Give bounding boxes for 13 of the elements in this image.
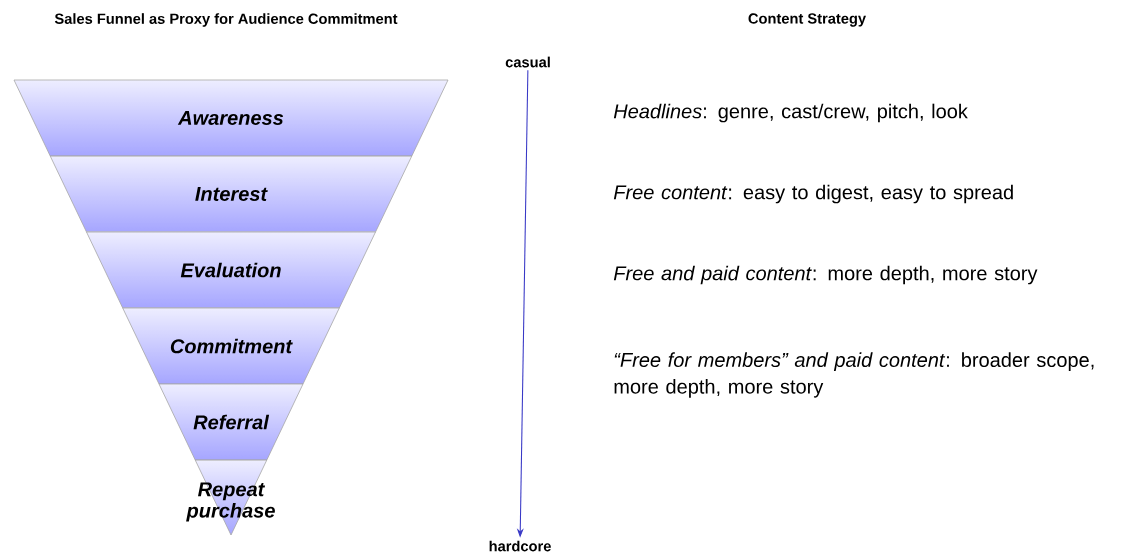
axis-label: hardcore <box>489 540 551 552</box>
strategy-text: “Free for members” and paid content: broader scope, more depth, more story <box>614 352 1094 398</box>
strategy-text: Headlines: genre, cast/crew, pitch, look <box>613 103 968 123</box>
strategy-text: Free and paid content: more depth, more story <box>613 265 1038 285</box>
axis-label: casual <box>505 56 550 68</box>
heading: Sales Funnel as Proxy for Audience Commitment <box>54 13 398 27</box>
funnel-band: Interest <box>49 155 413 233</box>
heading: Content Strategy <box>748 13 866 27</box>
funnel-band: Evaluation <box>86 231 376 309</box>
strategy-text: Free content: easy to digest, easy to spread <box>613 184 1013 204</box>
funnel-band: Repeat purchase <box>186 459 275 536</box>
funnel-band: Commitment <box>122 307 340 385</box>
funnel-band: Awareness <box>13 79 449 157</box>
